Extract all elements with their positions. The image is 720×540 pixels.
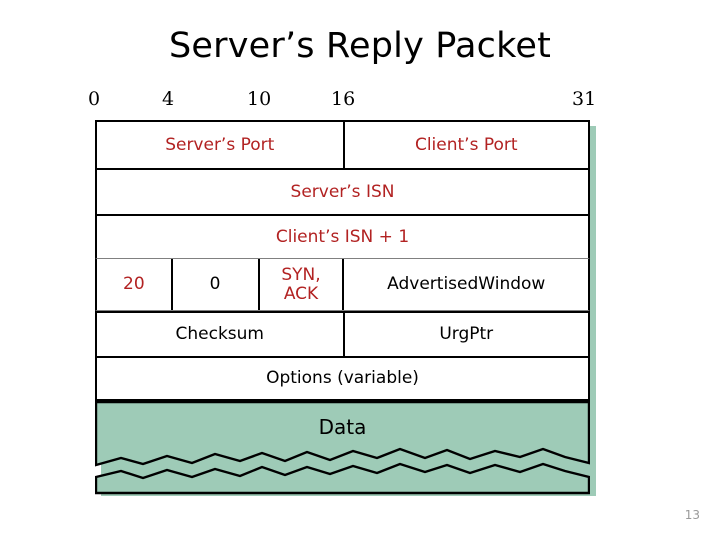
packet-row-data: Data [95,401,590,495]
data-block-torn-graphic [95,401,590,495]
packet-row-client-isn: Client’s ISN + 1 [95,214,590,258]
field-urgent-pointer: UrgPtr [342,313,589,356]
field-advertised-window: AdvertisedWindow [342,259,588,310]
packet-row-server-isn: Server’s ISN [95,168,590,214]
tcp-packet-diagram: Server’s Port Client’s Port Server’s ISN… [95,120,590,495]
data-lower-slab [95,462,590,495]
data-upper-slab [95,401,590,467]
bit-tick-4: 4 [162,88,175,110]
field-server-isn: Server’s ISN [290,181,395,202]
packet-row-flags: 20 0 SYN, ACK AdvertisedWindow [95,258,590,311]
field-header-length: 20 [123,274,145,295]
packet-row-ports: Server’s Port Client’s Port [95,120,590,168]
bit-tick-10: 10 [247,88,272,110]
field-server-port: Server’s Port [165,134,275,155]
bit-tick-0: 0 [88,88,101,110]
bit-position-ruler: 0 4 10 16 31 [88,88,600,112]
bit-tick-16: 16 [331,88,356,110]
packet-row-checksum: Checksum UrgPtr [95,311,590,356]
field-client-isn-plus-one: Client’s ISN + 1 [275,226,410,247]
field-flags: SYN, ACK [257,259,343,310]
field-options: Options (variable) [266,368,419,389]
slide-number: 13 [684,508,700,522]
field-client-port: Client’s Port [342,122,589,168]
field-reserved: 0 [170,259,258,310]
bit-tick-31: 31 [572,88,597,110]
page-title: Server’s Reply Packet [168,26,552,66]
packet-row-options: Options (variable) [95,356,590,401]
field-checksum: Checksum [175,324,265,345]
